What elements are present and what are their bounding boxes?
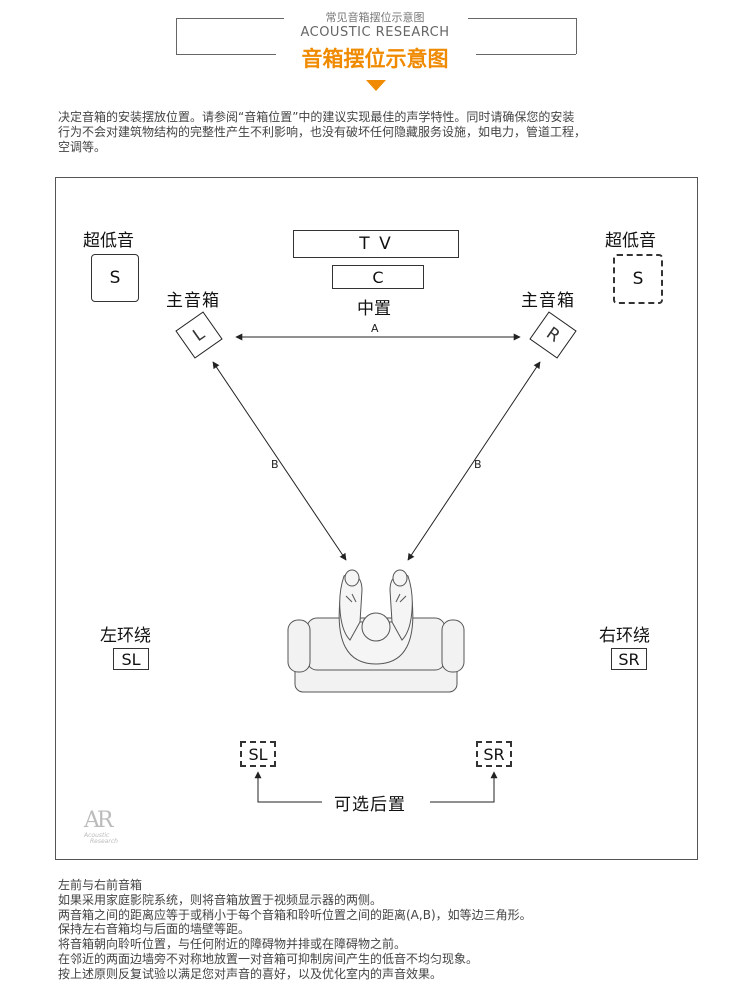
front-left-label: 主音箱 — [166, 291, 220, 311]
header-tick-left — [176, 18, 177, 54]
surround-right-box: SR — [611, 648, 647, 670]
logo-line2: Research — [90, 838, 118, 845]
rear-left-letters: SL — [248, 744, 268, 764]
front-right-label: 主音箱 — [521, 291, 575, 311]
optional-rear-label: 可选后置 — [334, 795, 406, 815]
footer-line: 保持左右音箱均与后面的墙壁等距。 — [58, 922, 251, 937]
footer-line: 两音箱之间的距离应等于或稍小于每个音箱和聆听位置之间的距离(A,B)，如等边三角… — [58, 907, 532, 922]
surround-right-label: 右环绕 — [599, 626, 650, 646]
subwoofer-right-label: 超低音 — [605, 231, 656, 251]
front-right-letter: R — [542, 323, 564, 347]
header-english: ACOUSTIC RESEARCH — [300, 25, 450, 40]
down-arrow-icon — [366, 80, 386, 91]
header-base-left — [176, 54, 276, 55]
header-tick-right — [576, 18, 577, 54]
rear-right-box: SR — [476, 741, 512, 767]
footer-notes: 左前与右前音箱 如果采用家庭影院系统，则将音箱放置于视频显示器的两侧。 两音箱之… — [58, 878, 738, 982]
intro-line: 空调等。 — [58, 140, 107, 154]
intro-paragraph: 决定音箱的安装摆放位置。请参阅“音箱位置”中的建议实现最佳的声学特性。同时请确保… — [58, 110, 698, 155]
ar-logo: AR Acoustic Research — [84, 808, 118, 845]
front-left-letter: L — [189, 324, 209, 346]
subwoofer-right-box: S — [613, 254, 663, 304]
footer-line: 将音箱朝向聆听位置，与任何附近的障碍物并排或在障碍物之前。 — [58, 937, 407, 952]
center-letter: C — [372, 267, 384, 287]
center-speaker-box: C — [332, 265, 424, 289]
header-base-right — [476, 54, 576, 55]
surround-left-label: 左环绕 — [100, 626, 151, 646]
header-line-right — [468, 18, 576, 19]
distance-b-left-label: B — [271, 458, 279, 471]
logo-mark: AR — [84, 808, 113, 833]
footer-line: 左前与右前音箱 — [58, 878, 143, 892]
surround-left-letters: SL — [121, 649, 141, 669]
distance-a-label: A — [371, 322, 379, 335]
footer-line: 如果采用家庭影院系统，则将音箱放置于视频显示器的两侧。 — [58, 892, 383, 907]
rear-left-box: SL — [240, 741, 276, 767]
footer-line: 在邻近的两面边墙旁不对称地放置一对音箱可抑制房间产生的低音不均匀现象。 — [58, 951, 479, 966]
diagram-frame — [55, 177, 698, 860]
line-b-right — [407, 361, 541, 561]
page-title: 音箱摆位示意图 — [301, 47, 449, 71]
header-subtitle: 常见音箱摆位示意图 — [325, 11, 425, 24]
logo-line1: Acoustic — [84, 832, 110, 839]
intro-line: 行为不会对建筑物结构的完整性产生不利影响，也没有破坏任何隐藏服务设施，如电力，管… — [58, 125, 587, 139]
subwoofer-left-label: 超低音 — [83, 231, 134, 251]
rear-connector-right — [430, 771, 498, 803]
surround-right-letters: SR — [618, 649, 640, 669]
rear-connector-left — [254, 771, 322, 803]
header-line-left — [176, 18, 284, 19]
intro-line: 决定音箱的安装摆放位置。请参阅“音箱位置”中的建议实现最佳的声学特性。同时请确保… — [58, 110, 575, 124]
center-label: 中置 — [357, 299, 391, 319]
listener-figure — [338, 569, 414, 665]
subwoofer-left-box: S — [91, 254, 139, 302]
distance-b-right-label: B — [474, 458, 482, 471]
rear-right-letters: SR — [483, 744, 505, 764]
line-b-left — [212, 361, 347, 561]
footer-line: 按上述原则反复试验以满足您对声音的喜好，以及优化室内的声音效果。 — [58, 966, 443, 981]
subwoofer-right-letter: S — [632, 269, 644, 289]
surround-left-box: SL — [113, 648, 149, 670]
tv-box: T V — [293, 230, 459, 258]
tv-label: T V — [359, 234, 393, 254]
subwoofer-left-letter: S — [109, 268, 121, 288]
